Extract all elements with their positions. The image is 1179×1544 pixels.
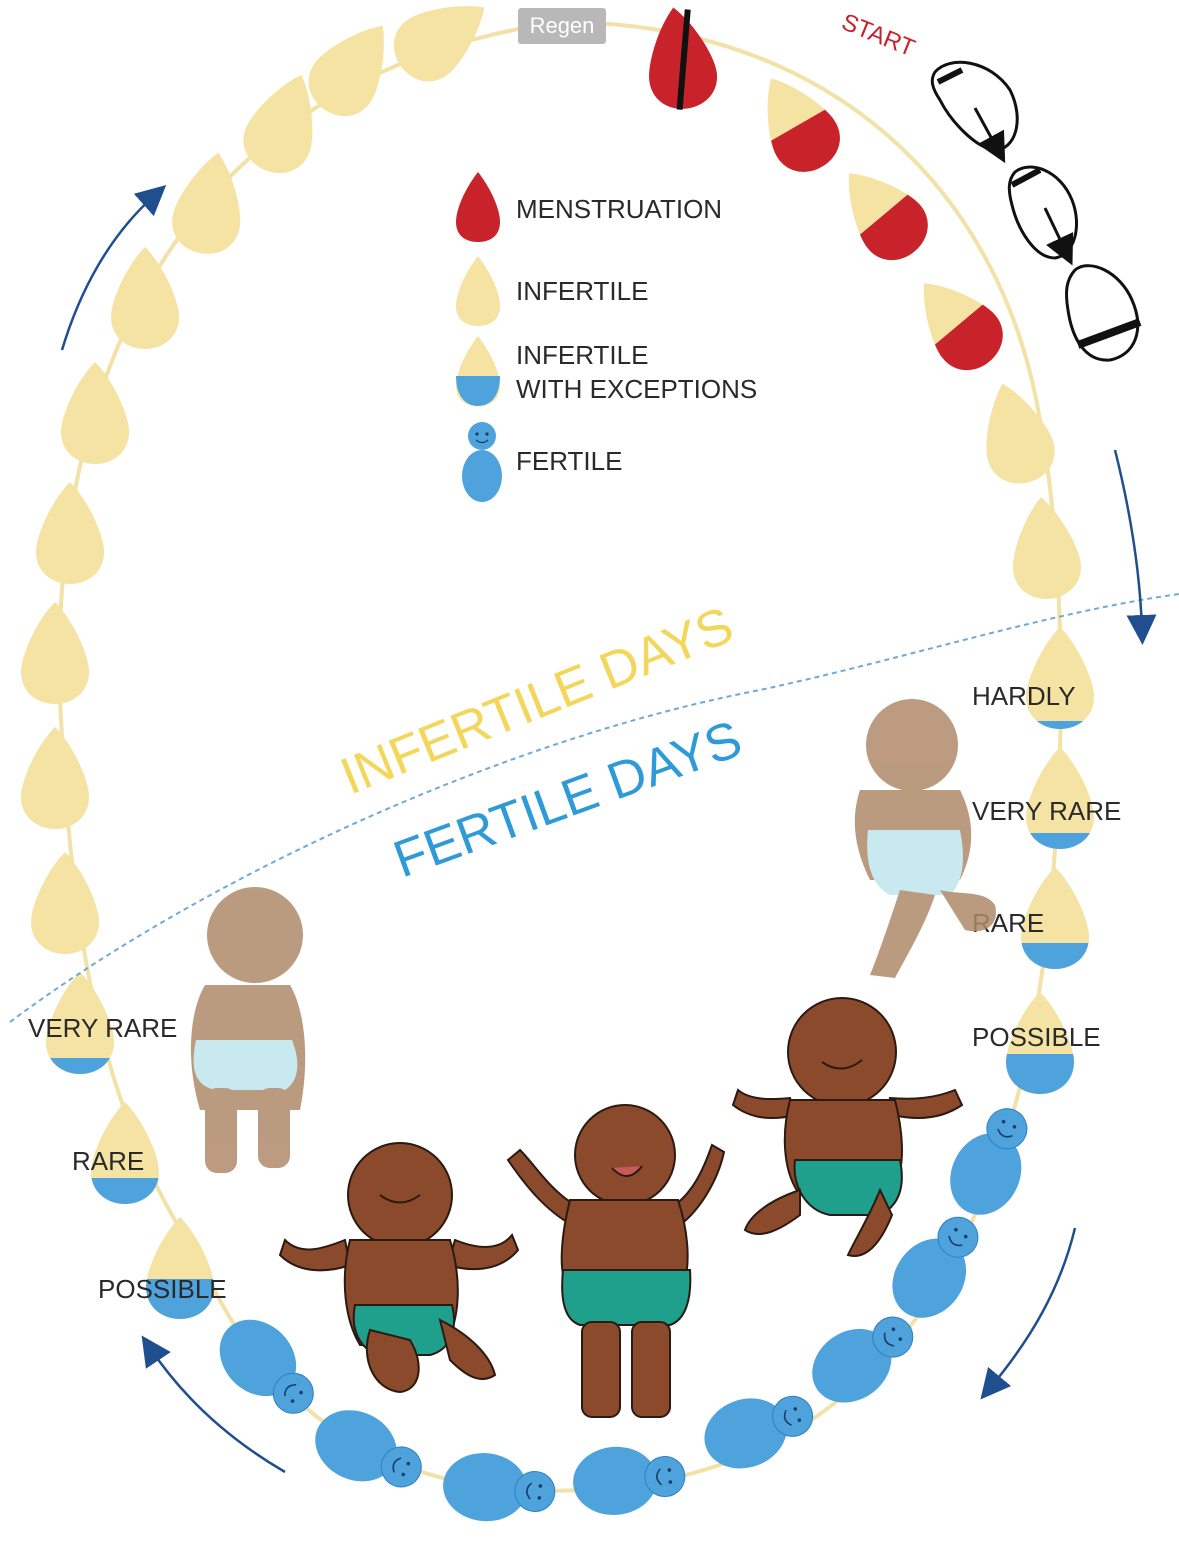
start-label: START [838,9,919,63]
infertile-bead-icon [21,727,89,829]
fertile-bead-icon [695,1378,824,1480]
legend-menstruation-icon [456,172,500,242]
baby-walking-icon [191,887,305,1173]
legend-infertile-icon [456,256,500,326]
left-label-very-rare: VERY RARE [28,1013,177,1043]
infertile-exception-bead-icon [1000,992,1080,1124]
infertile-bead-icon [36,482,104,584]
infertile-exception-bead-icon [40,972,120,1128]
left-label-possible: POSSIBLE [98,1274,227,1304]
right-label-very-rare: VERY RARE [972,796,1121,826]
menstruation-partial-bead-icon [819,148,954,287]
infertile-bead-icon [21,602,89,704]
regen-tag-label: Regen [530,13,595,38]
right-label-hardly: HARDLY [972,681,1076,711]
fertile-bead-icon [304,1397,434,1506]
fertile-bead-icon [798,1298,929,1418]
legend-fertile-label: FERTILE [516,446,622,476]
fertile-bead-icon [937,1096,1046,1226]
legend-infertile-exceptions-label-2: WITH EXCEPTIONS [516,374,757,404]
infertile-bead-icon [167,147,252,259]
legend-infertile-exceptions-label-1: INFERTILE [516,340,648,370]
legend-fertile-icon [462,422,502,502]
regen-tag: Regen [518,8,606,44]
infertile-exception-bead-icon [1015,867,1095,1013]
fertile-bead-icon [570,1441,688,1519]
legend-infertile-exceptions-icon [456,336,500,406]
menstruation-partial-bead-icon [736,58,862,197]
legend-infertile-label: INFERTILE [516,276,648,306]
left-label-rare: RARE [72,1146,144,1176]
menstruation-bead-icon [640,3,722,113]
baby-sitting-icon [280,1143,518,1392]
baby-sitting-icon [733,998,962,1256]
direction-arrow-icon [1115,450,1142,630]
infertile-bead-icon [61,362,129,464]
fertile-bead-icon [877,1201,997,1332]
infertile-bead-icon [381,0,504,94]
menstruation-partial-bead-icon [894,258,1029,397]
legend: MENSTRUATION INFERTILE INFERTILE WITH EX… [456,172,757,502]
direction-arrow-icon [990,1228,1075,1388]
infertile-bead-icon [31,852,99,954]
baby-standing-icon [508,1105,724,1417]
infertile-bead-icon [1007,494,1084,602]
legend-menstruation-label: MENSTRUATION [516,194,722,224]
infertile-bead-icon [111,247,179,349]
fertile-bead-icon [440,1450,558,1528]
right-label-possible: POSSIBLE [972,1022,1101,1052]
